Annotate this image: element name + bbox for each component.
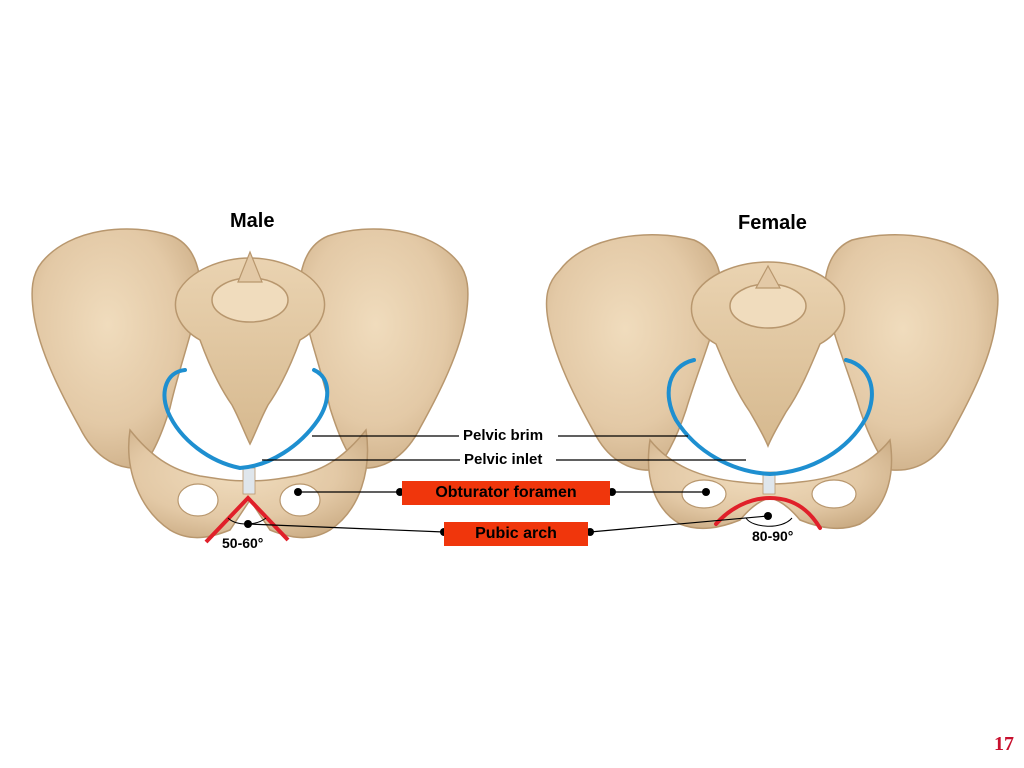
female-right-obturator-foramen <box>811 479 857 509</box>
obturator-foramen-label: Obturator foramen <box>435 484 577 501</box>
pubic-arch-tag: Pubic arch <box>444 522 588 546</box>
female-angle-arc <box>745 517 793 527</box>
pubic-arch-label: Pubic arch <box>475 525 557 542</box>
obturator-foramen-tag: Obturator foramen <box>402 481 610 505</box>
male-left-obturator-foramen <box>177 483 219 517</box>
female-pelvic-brim <box>666 358 874 477</box>
male-pelvic-brim <box>162 368 330 471</box>
female-right-ilium <box>824 234 999 471</box>
pelvic-inlet-label: Pelvic inlet <box>460 451 547 469</box>
page-number: 17 <box>994 733 1014 755</box>
male-vertebra <box>211 277 289 323</box>
male-spinous-process <box>237 250 263 283</box>
male-pubic-arch <box>204 495 290 544</box>
male-right-ilium <box>299 228 469 469</box>
male-angle-value: 50-60° <box>222 535 264 551</box>
female-pelvis <box>545 234 999 530</box>
male-pelvis <box>31 228 469 544</box>
male-pubic-symphysis <box>242 467 256 495</box>
leader-lines <box>247 435 769 533</box>
male-left-ilium <box>31 228 201 469</box>
pelvic-brim-label: Pelvic brim <box>459 427 548 445</box>
female-angle-value: 80-90° <box>752 528 794 544</box>
leader-dots <box>244 488 772 536</box>
female-vertebra <box>729 283 807 329</box>
male-title: Male <box>230 210 275 232</box>
female-spinous-process <box>754 264 782 289</box>
female-title: Female <box>738 212 807 234</box>
female-left-ilium <box>545 234 722 471</box>
female-pubic-arch <box>714 495 822 530</box>
